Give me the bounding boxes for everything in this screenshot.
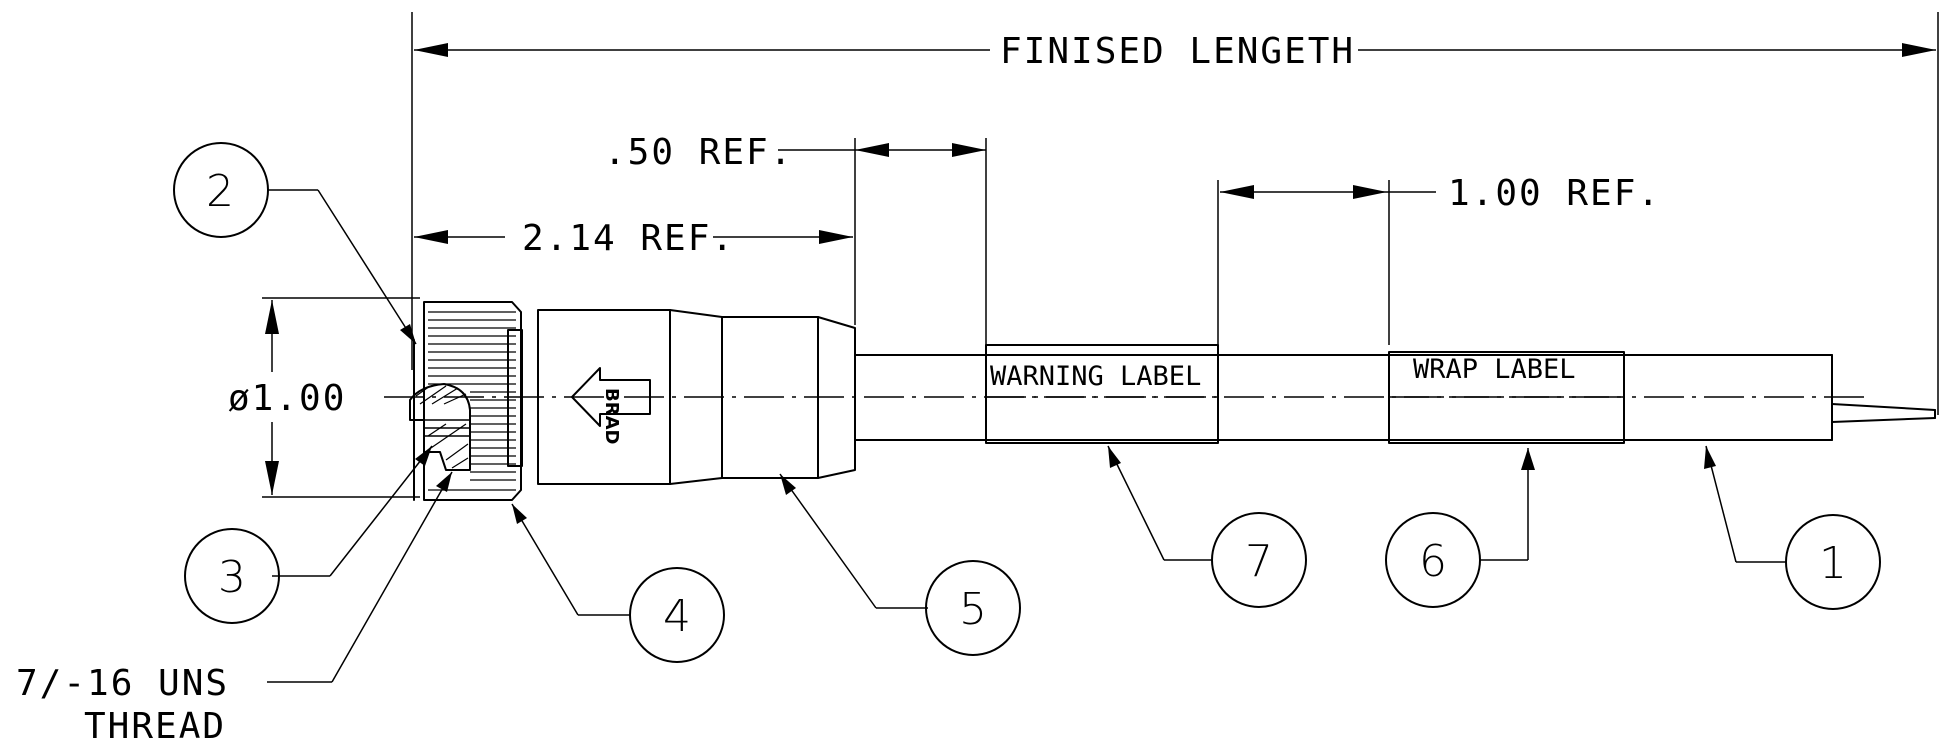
ref-214-dimension: 2.14 REF. [414, 218, 853, 259]
thread-callout-line2: THREAD [84, 706, 226, 747]
molded-body: BRAD [537, 309, 856, 485]
brand-text: BRAD [601, 388, 622, 444]
ref-050-dimension: .50 REF. [604, 132, 987, 345]
balloon-4: 4 [629, 567, 725, 663]
ref-100-dimension: 1.00 REF. [1217, 173, 1661, 345]
balloon-5: 5 [925, 560, 1021, 656]
wrap-label-text: WRAP LABEL [1413, 354, 1576, 385]
ref-214-text: 2.14 REF. [522, 218, 735, 259]
balloon-2: 2 [173, 142, 269, 238]
balloon-6-number: 6 [1419, 536, 1447, 587]
wrap-label: WRAP LABEL [1388, 351, 1625, 444]
thread-callout-line1: 7/-16 UNS [16, 663, 229, 704]
balloon-3: 3 [184, 528, 280, 624]
brand-logo: BRAD [571, 367, 651, 444]
finished-length-text: FINISED LENGETH [1000, 31, 1355, 72]
leader-lines [267, 189, 1786, 683]
balloon-4-number: 4 [663, 591, 691, 642]
thread-callout: 7/-16 UNS THREAD [16, 663, 229, 747]
knurl-pattern [428, 311, 516, 491]
balloon-1-number: 1 [1819, 538, 1847, 589]
balloon-6: 6 [1385, 512, 1481, 608]
coupling-nut [409, 301, 523, 501]
warning-label-text: WARNING LABEL [990, 361, 1201, 392]
balloon-7-number: 7 [1245, 536, 1273, 587]
balloon-5-number: 5 [959, 584, 987, 635]
warning-label: WARNING LABEL [985, 344, 1219, 444]
balloon-1: 1 [1785, 514, 1881, 610]
diameter-text: ø1.00 [228, 378, 346, 419]
balloon-3-number: 3 [218, 552, 246, 603]
diameter-dimension: ø1.00 [228, 297, 420, 498]
finished-length-dimension: FINISED LENGETH [411, 12, 1939, 415]
balloon-7: 7 [1211, 512, 1307, 608]
balloon-2-number: 2 [206, 166, 234, 217]
ref-050-text: .50 REF. [604, 132, 793, 173]
ref-100-text: 1.00 REF. [1448, 173, 1661, 214]
cable [854, 354, 1936, 441]
